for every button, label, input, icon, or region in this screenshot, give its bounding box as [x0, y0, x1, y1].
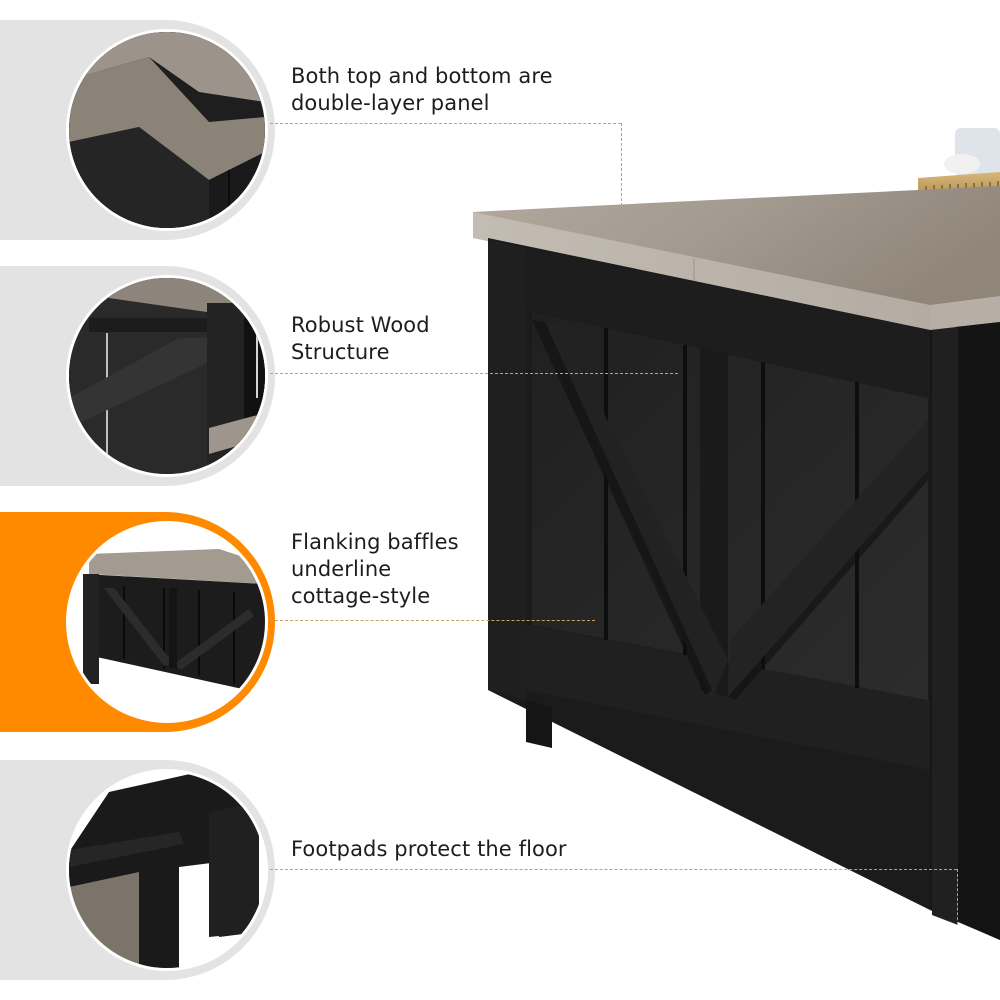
leader-line-horizontal — [270, 373, 678, 374]
leader-line-vertical — [957, 869, 958, 925]
leader-line-horizontal — [270, 869, 957, 870]
detail-photo-frame-brace — [69, 278, 265, 474]
photo-ring — [66, 521, 268, 723]
leader-line-vertical — [621, 123, 622, 221]
photo-ring — [66, 769, 268, 971]
callout-text-double-layer-panel: Both top and bottom are double-layer pan… — [291, 64, 553, 115]
decor-tray — [918, 128, 1000, 235]
detail-photo-side-panel — [69, 524, 265, 720]
callout-text-robust-wood-structure: Robust Wood Structure — [291, 313, 430, 364]
detail-photo-tabletop-corner — [69, 32, 265, 228]
callout-text-flanking-baffles: Flanking baffles underline cottage-style — [291, 530, 459, 608]
detail-photo-leg-footpad — [69, 772, 265, 968]
callout-pill-footpads — [0, 760, 275, 980]
leader-line-horizontal — [270, 620, 595, 621]
photo-ring — [66, 275, 268, 477]
photo-ring — [66, 29, 268, 231]
callout-text-footpads: Footpads protect the floor — [291, 837, 567, 861]
leader-line-horizontal — [270, 123, 621, 124]
callout-pill-robust-wood-structure — [0, 266, 275, 486]
callout-pill-double-layer-panel — [0, 20, 275, 240]
callout-pill-flanking-baffles — [0, 512, 275, 732]
